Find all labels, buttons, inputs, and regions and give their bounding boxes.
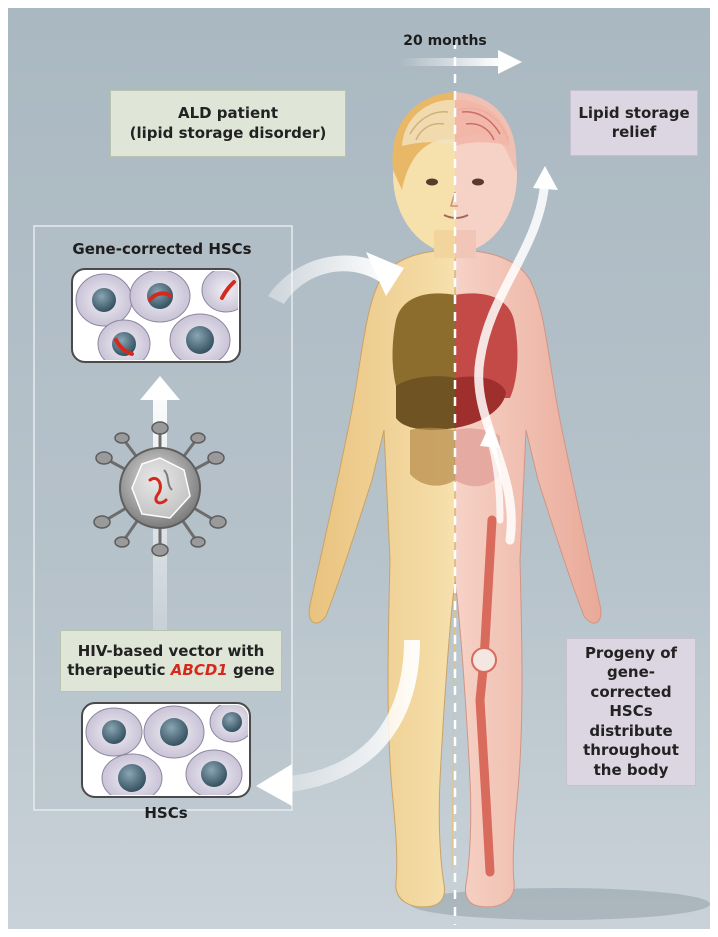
patient-label-box: ALD patient (lipid storage disorder) <box>110 90 346 157</box>
vector-line1: HIV-based vector with <box>78 642 265 662</box>
relief-line1: Lipid storage <box>578 104 689 124</box>
progeny-line5: the body <box>594 761 669 781</box>
patient-line1: ALD patient <box>178 104 278 124</box>
progeny-label-box: Progeny of gene-corrected HSCs distribut… <box>566 638 696 786</box>
hsc-cell <box>76 274 132 326</box>
corrected-hscs-label: Gene-corrected HSCs <box>50 240 274 259</box>
hsc-panel <box>82 702 254 802</box>
hsc-cell <box>144 706 204 758</box>
vector-line2-suffix: gene <box>228 661 275 679</box>
hsc-cell <box>102 754 162 802</box>
relief-line2: relief <box>612 123 657 143</box>
vector-line2: therapeutic ABCD1 gene <box>67 661 275 681</box>
timeline-label: 20 months <box>400 33 490 51</box>
hscs-label: HSCs <box>126 804 206 823</box>
relief-label-box: Lipid storage relief <box>570 90 698 156</box>
vector-line2-prefix: therapeutic <box>67 661 171 679</box>
hsc-cell <box>170 314 230 366</box>
abcd1-gene: ABCD1 <box>171 661 228 679</box>
progeny-line4: throughout <box>583 741 679 761</box>
vector-label-box: HIV-based vector with therapeutic ABCD1 … <box>60 630 282 692</box>
hsc-cell <box>86 708 142 756</box>
patient-line2: (lipid storage disorder) <box>130 124 327 144</box>
hsc-cell <box>130 270 190 322</box>
progeny-line2: gene-corrected <box>567 663 695 702</box>
progeny-line3: HSCs distribute <box>567 702 695 741</box>
hsc-cell <box>186 750 242 798</box>
corrected-hsc-panel <box>72 268 250 368</box>
progeny-line1: Progeny of <box>585 644 677 664</box>
